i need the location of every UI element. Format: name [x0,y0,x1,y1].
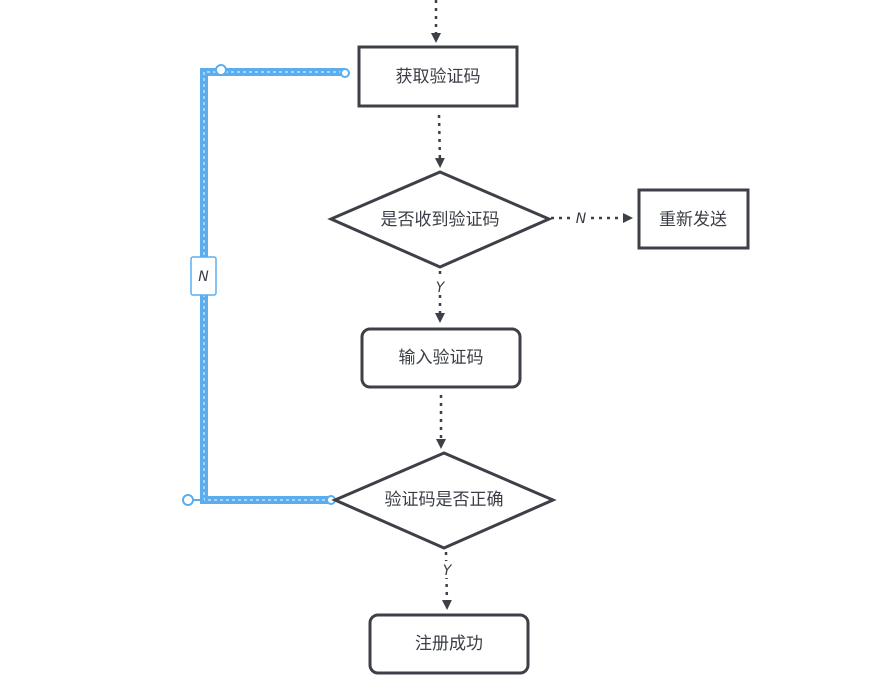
edge-label-verify-yes: Y [443,563,453,579]
edge-label-bg-received-yes [432,278,448,295]
edge-label-received-yes: Y [436,280,446,296]
edge-label-bg-verify-yes [439,561,455,578]
edge-handle-bend[interactable] [215,64,227,76]
edge-handle-start[interactable] [182,494,194,506]
node-verify-decision[interactable]: 验证码是否正确 [331,451,557,550]
node-success[interactable]: 注册成功 [368,613,530,675]
edge-label-box-verify-no[interactable] [190,256,217,296]
edge-label-bg-received-no [572,210,590,226]
node-success-label: 注册成功 [415,634,483,654]
node-get-code[interactable]: 获取验证码 [357,45,519,108]
edge-verify-no-selected[interactable]: N [182,64,350,506]
node-resend-label: 重新发送 [659,210,727,230]
edge-label-received-no: N [576,211,587,227]
node-received-label: 是否收到验证码 [381,210,500,230]
node-resend[interactable]: 重新发送 [637,188,750,250]
edge-label-verify-no: N [198,269,209,285]
node-received-decision[interactable]: 是否收到验证码 [327,170,553,269]
node-verify-label: 验证码是否正确 [385,490,504,510]
node-input-code[interactable]: 输入验证码 [360,327,522,389]
edge-get-code-to-received[interactable] [434,114,445,168]
edge-verify-to-success[interactable] [441,551,452,610]
node-get-code-label: 获取验证码 [396,67,481,87]
edge-handle-end[interactable] [340,68,350,78]
node-input-code-label: 输入验证码 [399,348,484,368]
